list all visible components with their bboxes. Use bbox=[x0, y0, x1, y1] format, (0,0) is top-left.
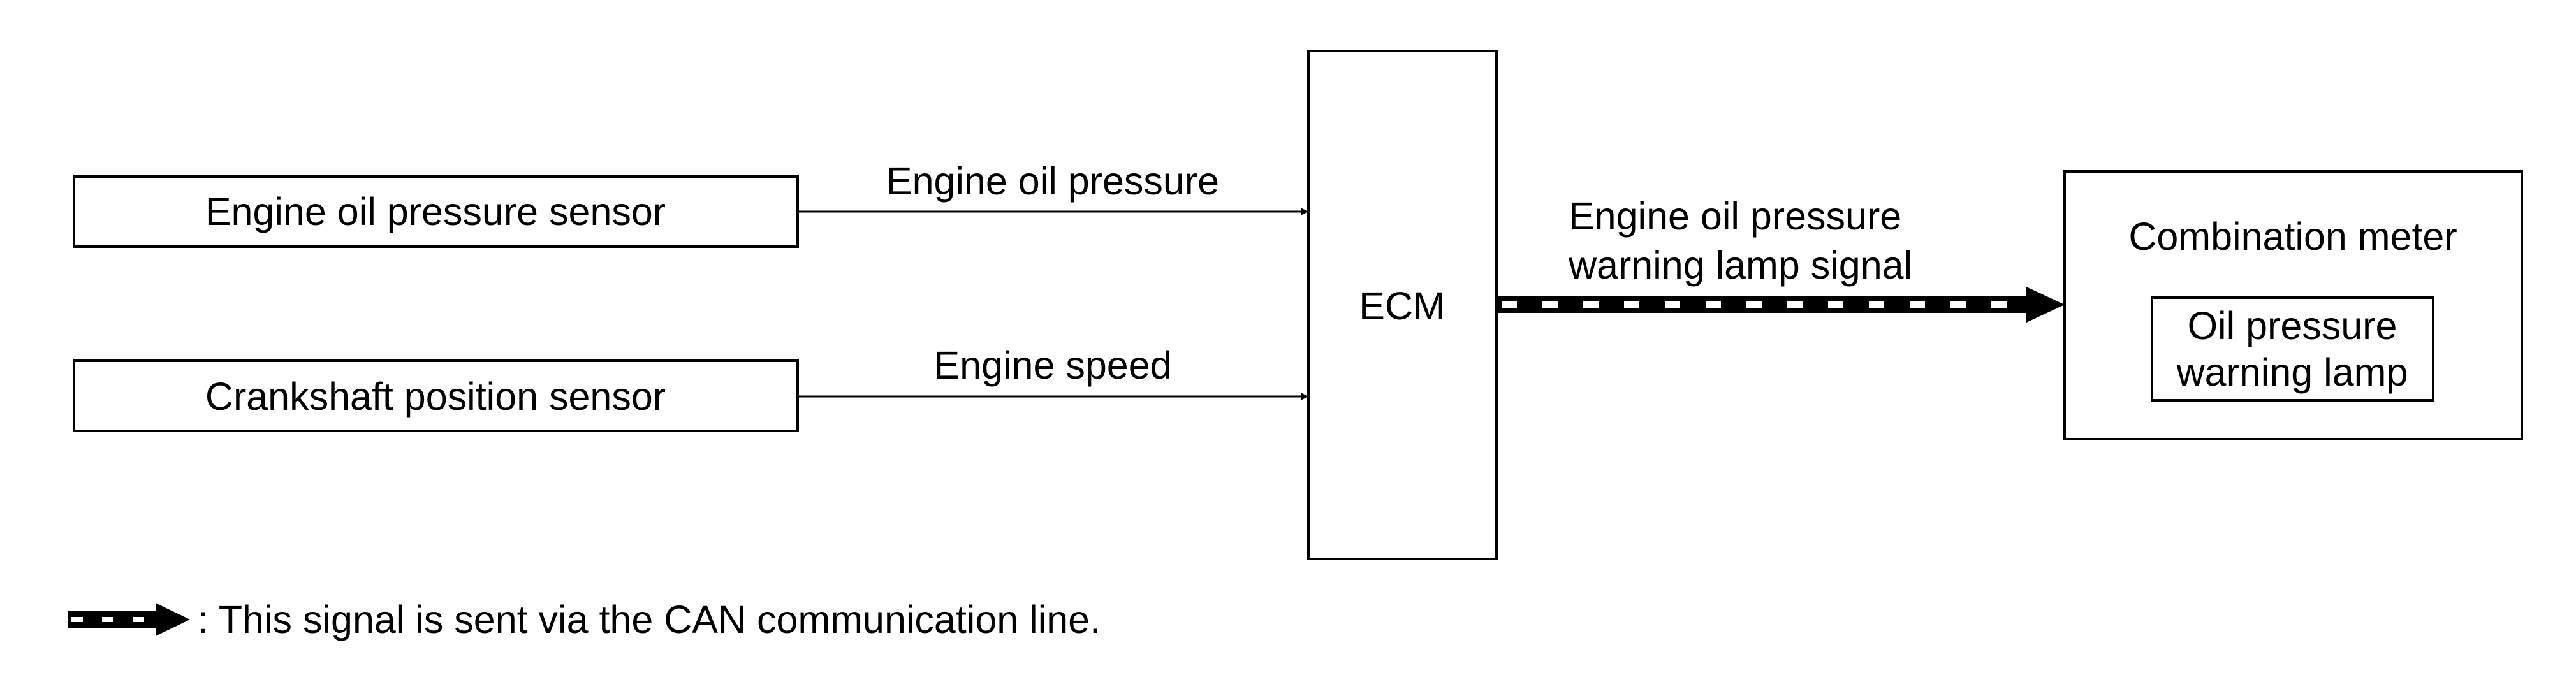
ecm-box bbox=[1307, 50, 1498, 560]
can-arrowhead bbox=[2026, 287, 2065, 323]
edge-oil-pressure: Engine oil pressure bbox=[798, 159, 1308, 215]
warning-signal-label-line2: warning lamp signal bbox=[1568, 243, 1912, 287]
node-ecm: ECM bbox=[1307, 50, 1498, 560]
warning-lamp-label-line2: warning lamp bbox=[2176, 351, 2408, 394]
crankshaft-sensor-box bbox=[73, 359, 799, 432]
engine-speed-edge-label: Engine speed bbox=[933, 344, 1171, 387]
oil-pressure-sensor-label: Engine oil pressure sensor bbox=[205, 190, 666, 233]
oil-pressure-sensor-box bbox=[73, 175, 799, 248]
legend: : This signal is sent via the CAN commun… bbox=[68, 598, 1101, 641]
combination-meter-label: Combination meter bbox=[2128, 215, 2457, 258]
legend-text: : This signal is sent via the CAN commun… bbox=[198, 598, 1101, 641]
legend-can-arrowhead bbox=[156, 603, 190, 636]
oil-pressure-edge-label: Engine oil pressure bbox=[886, 159, 1219, 203]
node-crankshaft-sensor: Crankshaft position sensor bbox=[73, 359, 799, 432]
oil-pressure-warning-lamp-box bbox=[2151, 296, 2434, 402]
crankshaft-sensor-label: Crankshaft position sensor bbox=[205, 375, 666, 418]
edge-warning-signal: Engine oil pressure warning lamp signal bbox=[1497, 194, 2065, 323]
warning-signal-label-line1: Engine oil pressure bbox=[1569, 194, 1901, 238]
node-oil-pressure-sensor: Engine oil pressure sensor bbox=[73, 175, 799, 248]
edge-engine-speed: Engine speed bbox=[798, 344, 1308, 400]
warning-lamp-label-line1: Oil pressure bbox=[2188, 304, 2397, 347]
ecm-label: ECM bbox=[1359, 284, 1445, 328]
node-combination-meter: Combination meter Oil pressure warning l… bbox=[2063, 170, 2523, 440]
